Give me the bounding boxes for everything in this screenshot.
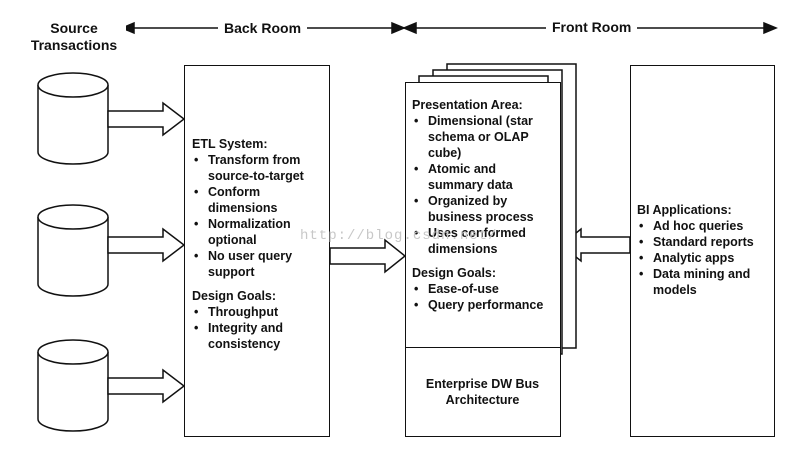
presentation-goal-list: Ease-of-use Query performance	[412, 281, 558, 313]
bi-item: Analytic apps	[637, 250, 773, 266]
front-room-header: Front Room	[546, 19, 638, 36]
etl-goal: Throughput	[192, 304, 327, 320]
source-header-line-1: Source	[50, 20, 98, 36]
source-database-icon-2	[37, 204, 109, 297]
back-room-header: Back Room	[218, 20, 308, 37]
enterprise-dw-bus-label: Enterprise DW Bus Architecture	[425, 377, 540, 407]
presentation-goal: Query performance	[412, 297, 558, 313]
source-to-etl-arrow-1	[107, 101, 186, 137]
source-transactions-header: Source Transactions	[22, 20, 126, 54]
etl-title: ETL System:	[192, 137, 268, 151]
etl-to-presentation-arrow	[329, 238, 407, 274]
presentation-area-box: Presentation Area: Dimensional (starsche…	[405, 82, 561, 437]
bi-item-list: Ad hoc queries Standard reports Analytic…	[637, 218, 773, 298]
source-database-icon-3	[37, 339, 109, 432]
etl-design-goals-title: Design Goals:	[192, 289, 277, 303]
source-header-line-2: Transactions	[30, 37, 118, 53]
bi-item: Ad hoc queries	[637, 218, 773, 234]
presentation-design-goals-title: Design Goals:	[412, 266, 497, 280]
source-database-icon-1	[37, 72, 109, 165]
bi-item: Standard reports	[637, 234, 773, 250]
bus-divider	[406, 347, 560, 348]
etl-system-box: ETL System: Transform fromsource-to-targ…	[184, 65, 330, 437]
presentation-title: Presentation Area:	[412, 98, 523, 112]
source-to-etl-arrow-3	[107, 368, 186, 404]
bi-title: BI Applications:	[637, 203, 732, 217]
bi-applications-box: BI Applications: Ad hoc queries Standard…	[630, 65, 775, 437]
presentation-goal: Ease-of-use	[412, 281, 558, 297]
watermark-text: http://blog.csdn.net/	[300, 228, 498, 244]
source-to-etl-arrow-2	[107, 227, 186, 263]
